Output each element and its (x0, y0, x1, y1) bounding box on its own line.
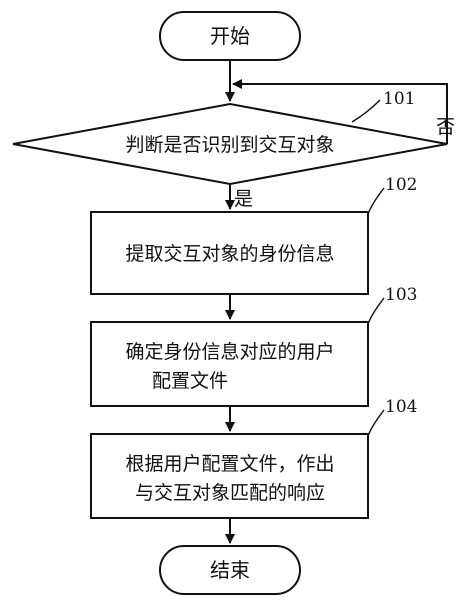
step-103-line-1: 确定身份信息对应的用户 (125, 341, 334, 363)
decision-label: 判断是否识别到交互对象 (125, 134, 334, 156)
start-label: 开始 (210, 24, 250, 48)
step-104-leader (367, 409, 385, 437)
yes-branch-label: 是 (234, 188, 253, 210)
end-label: 结束 (210, 558, 250, 582)
step-104-line-1: 根据用户配置文件，作出 (125, 453, 334, 475)
step-103-number: 103 (385, 285, 417, 305)
no-branch-label: 否 (436, 116, 455, 138)
no-loop-connector (232, 79, 448, 144)
step-103-line-2: 配置文件 (152, 370, 228, 392)
step-101-leader (351, 99, 381, 123)
step-101-number: 101 (383, 89, 415, 109)
step-102-box (90, 211, 369, 295)
step-102-line-1: 提取交互对象的身份信息 (125, 243, 334, 265)
step-104-number: 104 (385, 397, 417, 417)
step-102-leader (367, 187, 385, 215)
step-104-line-2: 与交互对象匹配的响应 (135, 482, 325, 504)
step-103-leader (367, 297, 385, 325)
end-terminal (159, 545, 301, 595)
step-103-box (90, 321, 369, 407)
step-102-number: 102 (385, 175, 417, 195)
step-104-box (90, 433, 369, 519)
